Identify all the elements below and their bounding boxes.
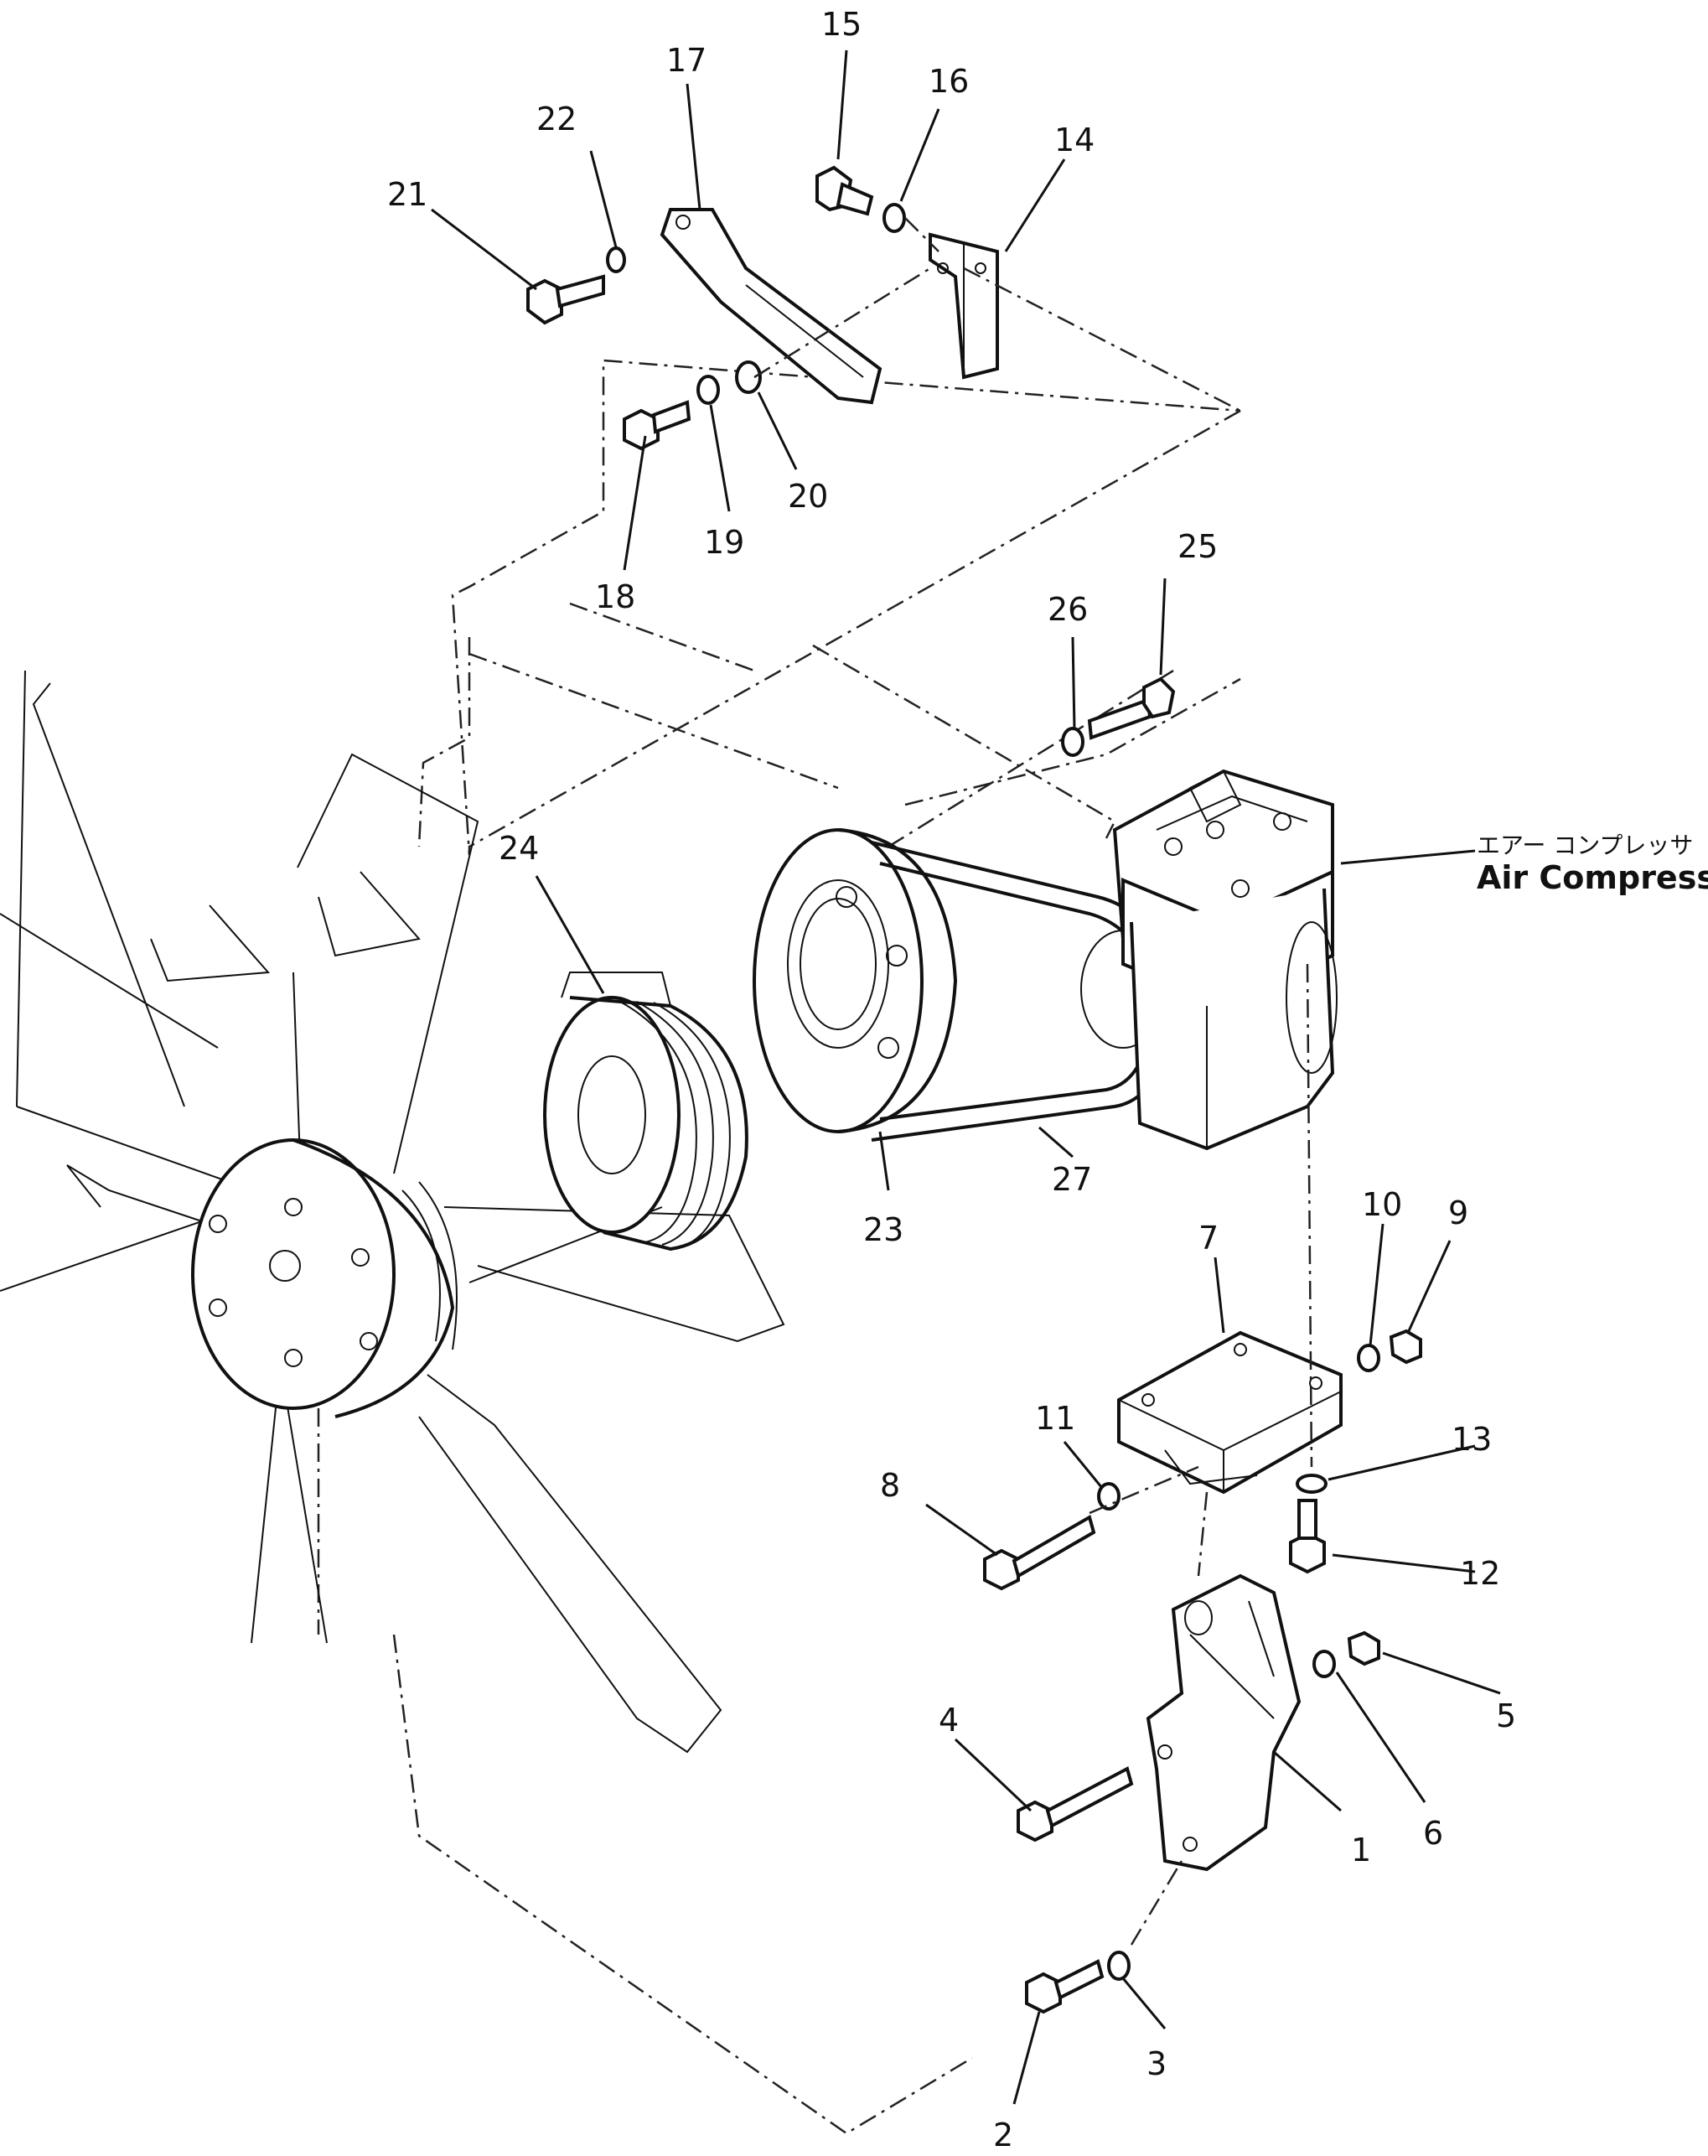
callout-6: 6: [1423, 1815, 1443, 1852]
air-compressor-label-japanese: エアー コンプレッサ: [1477, 832, 1693, 859]
part-18-bolt: [623, 400, 691, 451]
air-compressor-label: エアー コンプレッサ Air Compressor: [1477, 832, 1708, 896]
part-2-bolt: [1025, 1959, 1105, 2014]
part-17-adjusting-link: [660, 208, 882, 405]
part-24-crank-pulley: [543, 972, 748, 1252]
callout-11: 11: [1035, 1400, 1075, 1437]
callout-5: 5: [1496, 1697, 1516, 1734]
callout-9: 9: [1448, 1195, 1468, 1231]
callout-18: 18: [595, 578, 635, 615]
callout-4: 4: [939, 1702, 959, 1739]
part-6-spring-washer: [1312, 1650, 1336, 1678]
part-26-washer: [1061, 727, 1084, 757]
part-5-nut: [1347, 1630, 1380, 1666]
callout-7: 7: [1198, 1220, 1219, 1257]
part-4-bolt: [1017, 1766, 1134, 1842]
part-12-bolt: [1289, 1499, 1326, 1574]
callout-24: 24: [499, 830, 539, 867]
callout-labels: 1 2 3 4 5 6 7 8 9 10 11 12 13 14 15 16 1…: [387, 6, 1516, 2153]
part-22-washer: [606, 246, 626, 273]
callout-3: 3: [1146, 2045, 1167, 2082]
callout-20: 20: [788, 478, 828, 515]
callout-23: 23: [863, 1211, 903, 1248]
part-21-bolt: [526, 274, 605, 325]
part-15-bolt: [815, 165, 874, 216]
part-19-spring-washer: [696, 375, 720, 405]
callout-8: 8: [880, 1467, 900, 1504]
part-9-nut: [1389, 1329, 1422, 1365]
engine-outline: [317, 359, 1241, 2135]
callout-25: 25: [1177, 528, 1218, 565]
callout-26: 26: [1048, 591, 1088, 628]
part-7-mounting-plate: [1117, 1330, 1343, 1495]
callout-13: 13: [1452, 1421, 1492, 1458]
part-13-washer: [1296, 1474, 1328, 1494]
callout-27: 27: [1052, 1161, 1092, 1198]
part-16-washer: [882, 203, 906, 233]
callout-21: 21: [387, 176, 427, 213]
air-compressor-body: [1112, 769, 1338, 1151]
part-20-washer: [735, 360, 762, 394]
part-10-washer: [1357, 1344, 1380, 1372]
callout-10: 10: [1362, 1186, 1402, 1223]
callout-12: 12: [1460, 1555, 1500, 1592]
part-8-bolt: [983, 1514, 1096, 1591]
part-14-support-bracket: [929, 232, 999, 380]
air-compressor-label-english: Air Compressor: [1477, 859, 1708, 896]
callout-15: 15: [821, 6, 862, 43]
callout-22: 22: [536, 101, 577, 137]
callout-17: 17: [666, 42, 706, 79]
callout-16: 16: [929, 63, 969, 100]
part-1-compressor-bracket: [1146, 1573, 1302, 1872]
cooling-fan: [0, 670, 785, 1754]
part-3-washer: [1107, 1951, 1131, 1981]
callout-19: 19: [704, 524, 744, 561]
assembly-lines: [753, 217, 1313, 1946]
leader-lines: [431, 49, 1501, 2105]
callout-2: 2: [993, 2117, 1013, 2153]
part-25-bolt: [1087, 676, 1176, 740]
callout-14: 14: [1054, 122, 1095, 158]
callout-1: 1: [1351, 1832, 1371, 1868]
